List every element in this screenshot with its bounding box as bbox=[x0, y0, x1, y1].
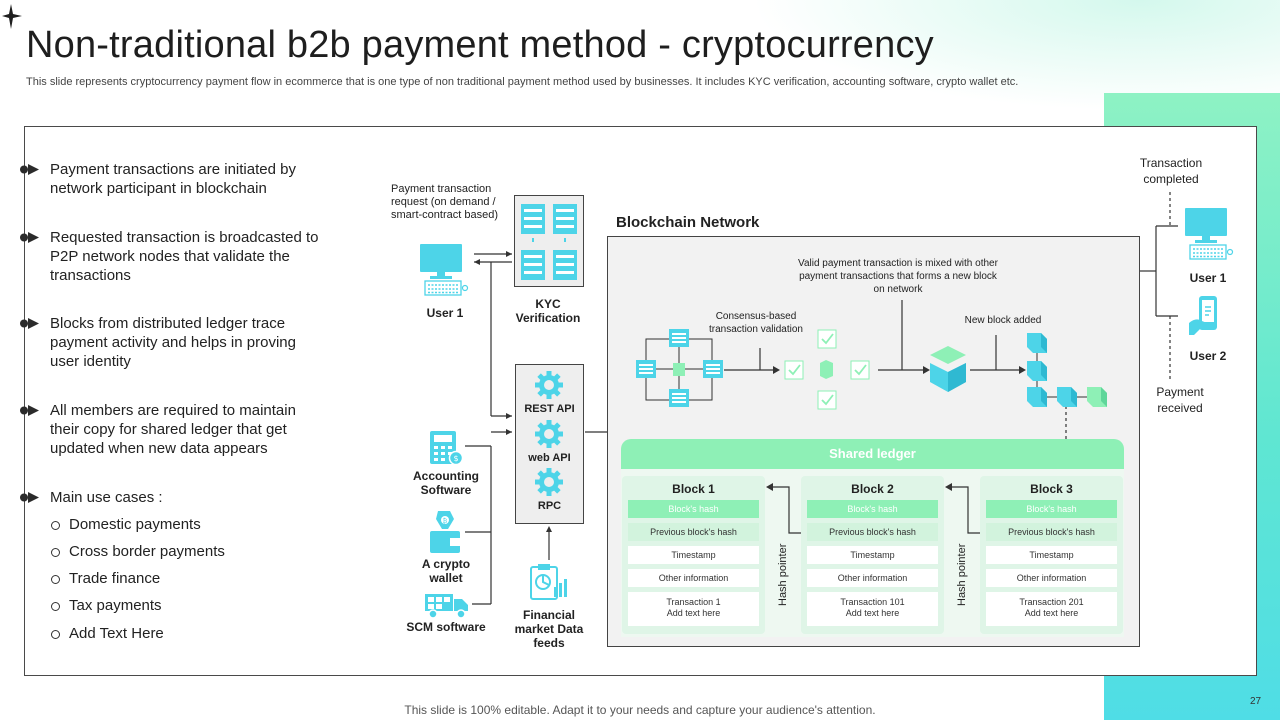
block-hash: Block's hash bbox=[628, 500, 759, 518]
web-api-label: web API bbox=[528, 452, 571, 464]
block-transaction: Transaction 1 Add text here bbox=[628, 592, 759, 626]
bullet-arrow-icon bbox=[20, 164, 39, 175]
gear-icon bbox=[535, 468, 563, 496]
node-icons bbox=[636, 329, 723, 407]
mobile-payment-icon bbox=[1189, 296, 1217, 335]
svg-text:₿: ₿ bbox=[443, 518, 448, 525]
footer-text: This slide is 100% editable. Adapt it to… bbox=[404, 703, 876, 717]
ledger-block: Block 1 Block's hash Previous block's ha… bbox=[622, 476, 765, 634]
shared-ledger-header: Shared ledger bbox=[621, 439, 1124, 469]
scm-label: SCM software bbox=[406, 620, 486, 634]
payment-request-label: Payment transaction request (on demand /… bbox=[391, 183, 498, 221]
use-case-item: Cross border payments bbox=[50, 542, 225, 561]
clipboard-chart-icon bbox=[530, 564, 567, 600]
use-case-item: Tax payments bbox=[50, 596, 162, 615]
use-case-item: Add Text Here bbox=[50, 624, 164, 643]
block-transaction: Transaction 101 Add text here bbox=[807, 592, 938, 626]
bullet-item: Blocks from distributed ledger trace pay… bbox=[20, 314, 320, 371]
bullet-arrow-icon bbox=[20, 405, 39, 416]
payment-received-label: Payment received bbox=[1156, 385, 1204, 415]
computer-icon bbox=[420, 244, 469, 296]
financial-data-label: Financial market Data feeds bbox=[514, 608, 584, 650]
bullet-arrow-icon bbox=[20, 492, 39, 503]
user1-left-label: User 1 bbox=[426, 306, 464, 320]
server-icon bbox=[521, 204, 577, 280]
ledger-block: Block 3 Block's hash Previous block's ha… bbox=[980, 476, 1123, 634]
check-icons bbox=[784, 329, 870, 410]
block-timestamp: Timestamp bbox=[628, 546, 759, 564]
use-case-item: Trade finance bbox=[50, 569, 160, 588]
use-case-item: Domestic payments bbox=[50, 515, 201, 534]
gear-icon bbox=[535, 420, 563, 448]
page-number: 27 bbox=[1250, 696, 1262, 707]
sparkle-icon bbox=[2, 4, 22, 29]
block-timestamp: Timestamp bbox=[807, 546, 938, 564]
block-other-info: Other information bbox=[986, 569, 1117, 587]
kyc-label: KYC Verification bbox=[515, 297, 581, 325]
bullet-item: Main use cases : bbox=[20, 488, 320, 507]
page-title: Non-traditional b2b payment method - cry… bbox=[26, 24, 934, 66]
block-title: Block 3 bbox=[1030, 482, 1073, 496]
calculator-icon: $ bbox=[430, 431, 464, 466]
rpc-label: RPC bbox=[537, 500, 562, 512]
block-other-info: Other information bbox=[628, 569, 759, 587]
computer-icon bbox=[1185, 208, 1234, 260]
bullet-arrow-icon bbox=[20, 232, 39, 243]
block-prev-hash: Previous block's hash bbox=[807, 523, 938, 541]
block-transaction: Transaction 201 Add text here bbox=[986, 592, 1117, 626]
bullet-item: Requested transaction is broadcasted to … bbox=[20, 228, 320, 285]
user1-right-label: User 1 bbox=[1189, 271, 1227, 285]
ledger-block: Block 2 Block's hash Previous block's ha… bbox=[801, 476, 944, 634]
consensus-label: Consensus-based transaction validation bbox=[709, 311, 803, 335]
page-subtitle: This slide represents cryptocurrency pay… bbox=[26, 76, 1019, 88]
block-title: Block 2 bbox=[851, 482, 894, 496]
chain-cubes bbox=[1027, 333, 1107, 407]
accounting-label: Accounting Software bbox=[413, 469, 479, 497]
svg-text:$: $ bbox=[453, 454, 458, 463]
block-title: Block 1 bbox=[672, 482, 715, 496]
block-hash: Block's hash bbox=[986, 500, 1117, 518]
bullet-item: All members are required to maintain the… bbox=[20, 401, 320, 458]
block-stack-icon bbox=[930, 346, 966, 392]
block-hash: Block's hash bbox=[807, 500, 938, 518]
gear-icon bbox=[535, 371, 563, 399]
block-other-info: Other information bbox=[807, 569, 938, 587]
rest-api-label: REST API bbox=[524, 403, 575, 415]
bullet-arrow-icon bbox=[20, 318, 39, 329]
crypto-wallet-label: A crypto wallet bbox=[421, 557, 471, 585]
tx-completed-label: Transaction completed bbox=[1139, 156, 1203, 186]
block-prev-hash: Previous block's hash bbox=[628, 523, 759, 541]
wallet-icon: ₿ bbox=[430, 511, 460, 553]
bullet-item: Payment transactions are initiated by ne… bbox=[20, 160, 320, 198]
new-block-label: New block added bbox=[964, 315, 1042, 326]
valid-tx-label: Valid payment transaction is mixed with … bbox=[798, 258, 998, 295]
blockchain-network-title: Blockchain Network bbox=[616, 214, 760, 231]
block-prev-hash: Previous block's hash bbox=[986, 523, 1117, 541]
truck-icon bbox=[425, 594, 468, 619]
block-timestamp: Timestamp bbox=[986, 546, 1117, 564]
user2-label: User 2 bbox=[1189, 349, 1227, 363]
